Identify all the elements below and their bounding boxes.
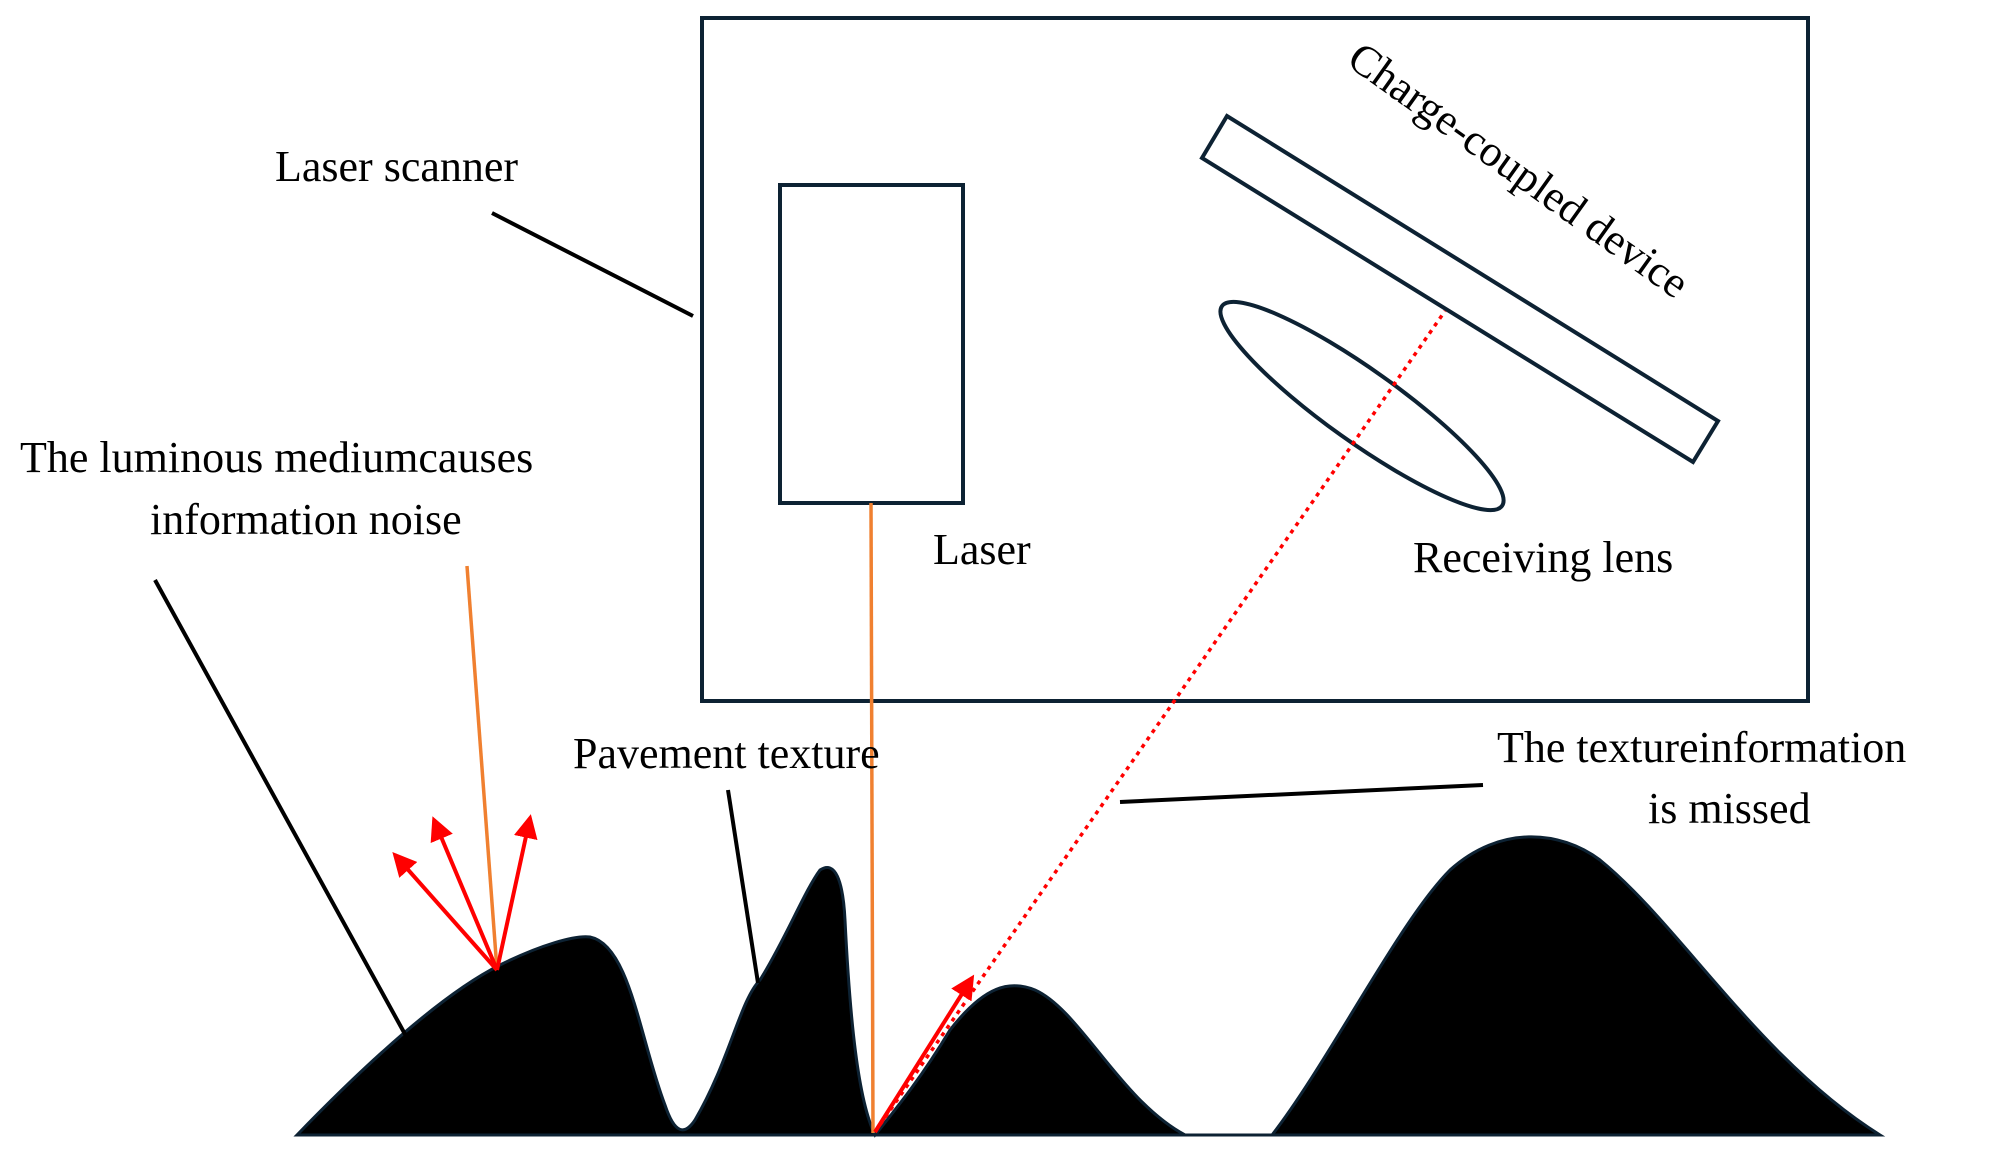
scatter-arrow-middle xyxy=(430,816,499,971)
label-laser-scanner: Laser scanner xyxy=(275,142,518,191)
label-luminous-medium-line2: information noise xyxy=(150,495,462,544)
label-laser: Laser xyxy=(933,525,1031,574)
receiving-lens xyxy=(1218,299,1506,513)
scanner-housing xyxy=(700,16,1810,703)
label-texture-missed-line1: The textureinformation xyxy=(1497,723,1906,772)
leader-texture-missed xyxy=(1119,783,1484,804)
label-luminous-medium-line1: The luminous mediumcauses xyxy=(20,433,533,482)
leader-laser-scanner xyxy=(491,211,694,318)
label-receiving-lens: Receiving lens xyxy=(1413,533,1673,582)
label-texture-missed-line2: is missed xyxy=(1648,784,1811,833)
pavement-surface xyxy=(293,835,1886,1138)
laser-beam xyxy=(869,502,875,1134)
leader-pavement-texture xyxy=(726,789,760,984)
leader-luminous-medium xyxy=(153,579,408,1037)
scatter-arrow-right xyxy=(495,814,538,971)
laser-source-box xyxy=(778,183,965,505)
label-pavement-texture: Pavement texture xyxy=(573,729,880,778)
incident-beam xyxy=(465,565,499,971)
scatter-arrow-left xyxy=(392,852,499,972)
ccd-bar xyxy=(1199,113,1721,465)
label-charge-coupled-device: Charge-coupled device xyxy=(1339,32,1698,308)
